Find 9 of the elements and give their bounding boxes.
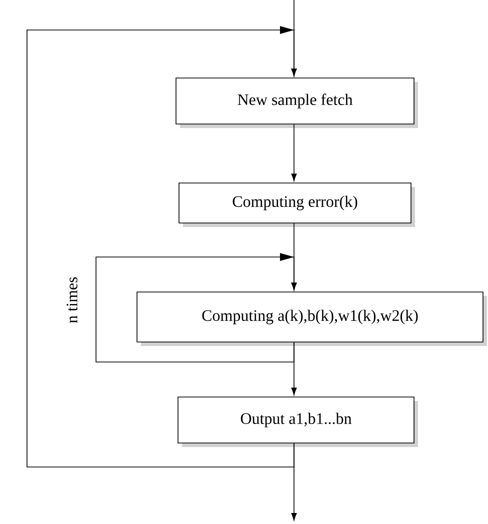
arrow: [291, 124, 297, 182]
process-box: New sample fetch: [176, 78, 418, 128]
arrow: [96, 253, 297, 362]
loop-label: n times: [66, 277, 78, 323]
arrow: [291, 342, 297, 396]
process-box: Output a1,b1...bn: [178, 396, 418, 447]
arrow: [26, 26, 297, 468]
process-box: Computing error(k): [178, 182, 415, 227]
process-box: Computing a(k),b(k),w1(k),w2(k): [136, 292, 487, 346]
